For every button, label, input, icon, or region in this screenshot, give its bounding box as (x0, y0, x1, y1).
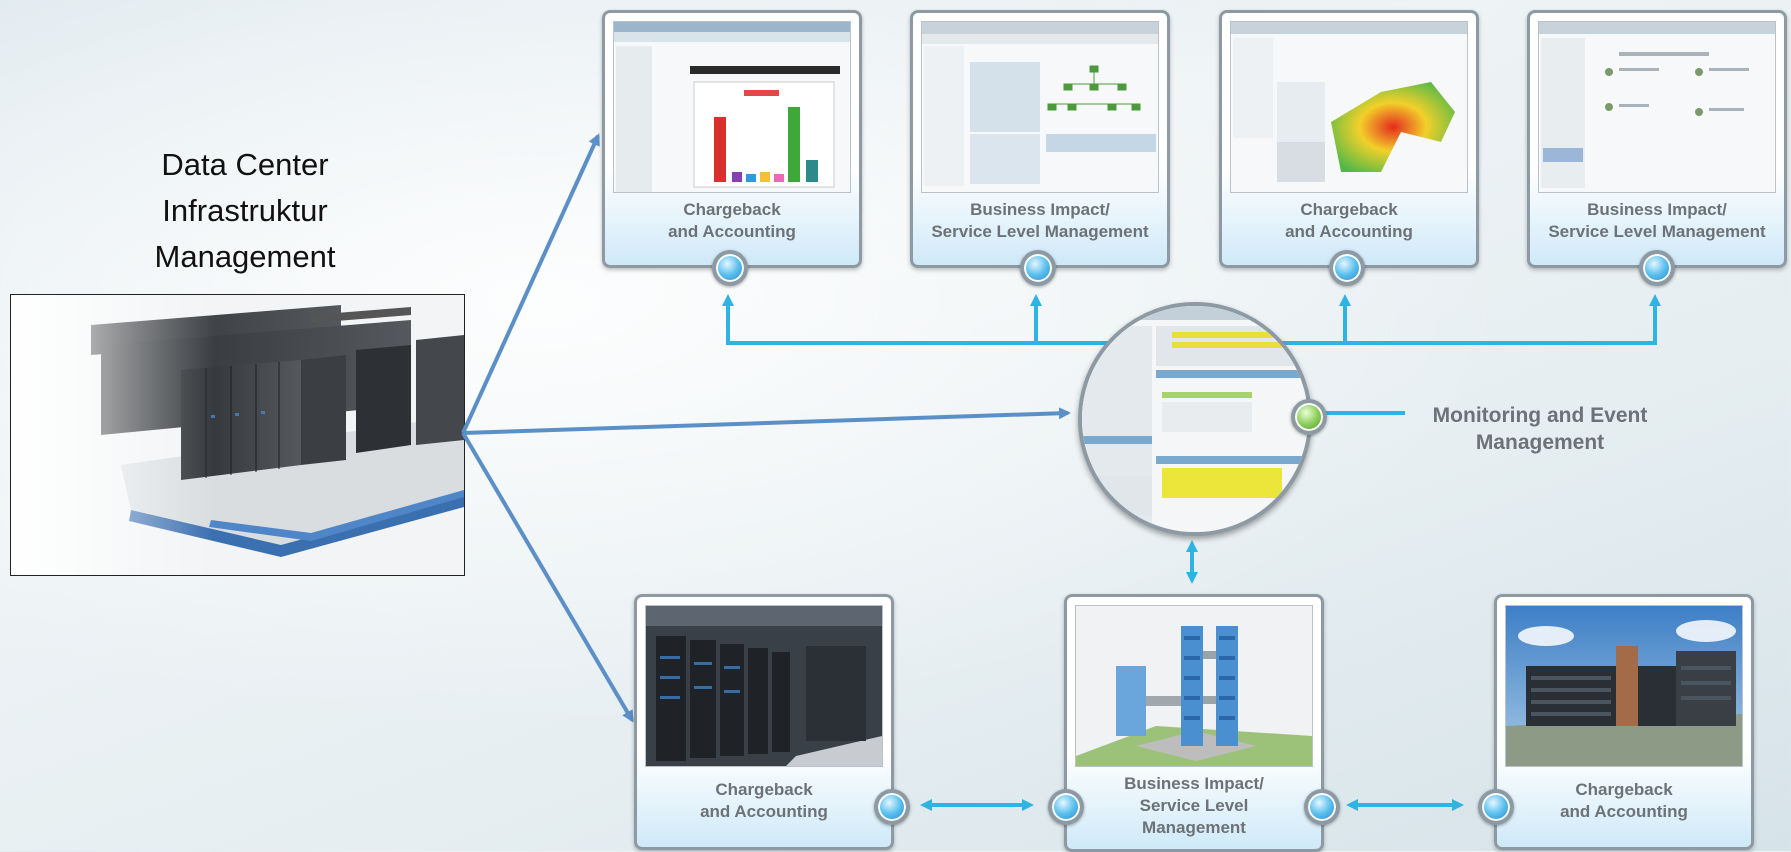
bottom-card-3-label-line-1: Chargeback (1575, 780, 1673, 799)
monitoring-node[interactable] (1291, 399, 1327, 435)
tree-diagram-thumbnail (922, 22, 1158, 192)
bottom-card-1-label-line-1: Chargeback (715, 780, 813, 799)
bottom-card-3-label-line-2: and Accounting (1560, 802, 1688, 821)
dashboard-thumbnail (1539, 22, 1775, 192)
bottom-card-2-left-node[interactable] (1048, 789, 1084, 825)
bottom-card-2-render (1075, 605, 1313, 767)
bottom-card-1-label-line-2: and Accounting (700, 802, 828, 821)
top-card-3-label: Chargeback and Accounting (1222, 199, 1476, 243)
bottom-card-2-label: Business Impact/ Service Level Managemen… (1067, 773, 1321, 839)
top-card-1-label-line-2: and Accounting (668, 222, 796, 241)
top-card-3-label-line-1: Chargeback (1300, 200, 1398, 219)
monitoring-label-line-1: Monitoring and Event (1432, 404, 1648, 427)
bottom-card-1-label: Chargeback and Accounting (637, 779, 891, 823)
top-card-4-label-line-1: Business Impact/ (1587, 200, 1727, 219)
data-center-image (10, 294, 465, 576)
monitoring-screenshot (1082, 306, 1308, 532)
top-card-4-label: Business Impact/ Service Level Managemen… (1530, 199, 1784, 243)
bottom-card-2-label-line-1: Business Impact/ (1124, 774, 1264, 793)
top-card-1-node[interactable] (712, 250, 748, 286)
data-center-illustration (11, 295, 464, 575)
diagram-title: Data Center Infrastruktur Management (100, 142, 390, 280)
top-card-1-label: Chargeback and Accounting (605, 199, 859, 243)
top-card-1[interactable]: Chargeback and Accounting (602, 10, 862, 268)
title-line-2: Infrastruktur (162, 193, 328, 228)
top-card-4-screenshot (1538, 21, 1776, 193)
top-card-3-screenshot (1230, 21, 1468, 193)
top-card-3-label-line-2: and Accounting (1285, 222, 1413, 241)
top-card-2-screenshot (921, 21, 1159, 193)
bottom-card-3-label: Chargeback and Accounting (1497, 779, 1751, 823)
top-card-2-label-line-1: Business Impact/ (970, 200, 1110, 219)
top-card-3[interactable]: Chargeback and Accounting (1219, 10, 1479, 268)
bottom-card-3-node[interactable] (1478, 789, 1514, 825)
bar-chart-thumbnail (614, 22, 850, 192)
top-card-4[interactable]: Business Impact/ Service Level Managemen… (1527, 10, 1787, 268)
arrow-to-monitoring (462, 407, 1071, 435)
heat-map-thumbnail (1231, 22, 1467, 192)
campus-render (1076, 606, 1312, 766)
bottom-card-1-node[interactable] (874, 789, 910, 825)
top-card-2-label: Business Impact/ Service Level Managemen… (913, 199, 1167, 243)
top-card-4-label-line-2: Service Level Management (1548, 222, 1766, 241)
office-building-photo (1506, 606, 1742, 766)
data-center-arrows (461, 133, 1071, 723)
server-room-photo (646, 606, 882, 766)
top-card-1-label-line-1: Chargeback (683, 200, 781, 219)
bottom-card-2-right-node[interactable] (1304, 789, 1340, 825)
monitoring-label: Monitoring and Event Management (1410, 402, 1670, 456)
top-card-2[interactable]: Business Impact/ Service Level Managemen… (910, 10, 1170, 268)
bottom-card-3-photo (1505, 605, 1743, 767)
top-card-1-screenshot (613, 21, 851, 193)
bottom-card-1-photo (645, 605, 883, 767)
bottom-card-2-label-line-2: Service Level (1139, 796, 1249, 815)
monitoring-lens[interactable] (1078, 302, 1312, 536)
arrow-to-bottom-card (461, 431, 634, 723)
bottom-card-2-label-line-3: Management (1142, 818, 1246, 837)
arrow-to-top-card (461, 133, 600, 434)
top-card-4-node[interactable] (1639, 250, 1675, 286)
monitoring-label-line-2: Management (1475, 431, 1605, 454)
bottom-card-2[interactable]: Business Impact/ Service Level Managemen… (1064, 594, 1324, 852)
bottom-card-3[interactable]: Chargeback and Accounting (1494, 594, 1754, 850)
top-card-2-node[interactable] (1020, 250, 1056, 286)
top-card-3-node[interactable] (1329, 250, 1365, 286)
title-line-1: Data Center (161, 147, 329, 182)
title-line-3: Management (154, 239, 336, 274)
bottom-card-1[interactable]: Chargeback and Accounting (634, 594, 894, 850)
top-card-2-label-line-2: Service Level Management (931, 222, 1149, 241)
